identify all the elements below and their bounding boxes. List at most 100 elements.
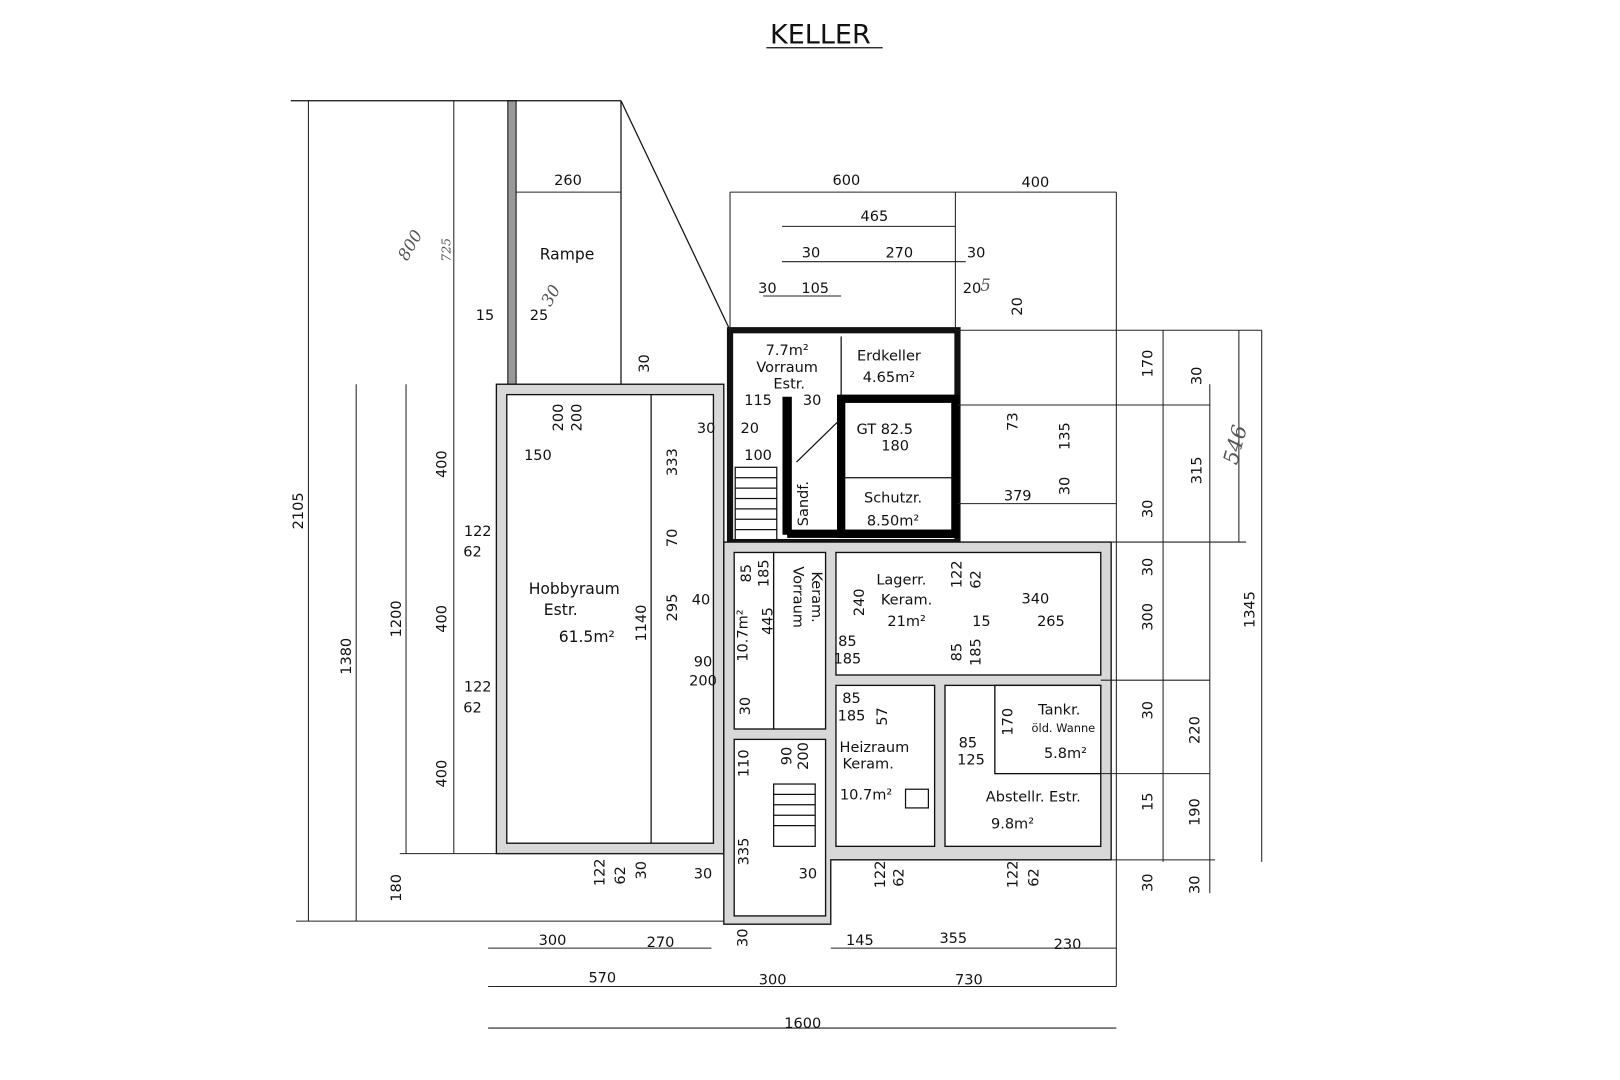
- dim-label: 30: [758, 281, 776, 297]
- dim-label: 200: [570, 404, 586, 432]
- vorraum2-area: 10.7m²: [736, 609, 752, 661]
- dim-label: 30: [802, 246, 820, 262]
- stairs-lower: [773, 783, 816, 847]
- dim-label: 230: [1054, 937, 1082, 953]
- dim-label: 1600: [784, 1016, 821, 1032]
- dim-label: 30: [697, 421, 715, 437]
- dim-label: 30: [1058, 477, 1074, 495]
- schutz-area: 8.50m²: [867, 513, 919, 529]
- heiz-name: Heizraum: [840, 740, 910, 756]
- dimension-lines: [295, 100, 1263, 1029]
- dim-label: 15: [1141, 792, 1157, 810]
- vorraum-floor: Estr.: [773, 376, 805, 392]
- dim-label: 335: [737, 838, 753, 866]
- vorraum2-name: Vorraum: [789, 566, 805, 628]
- gt-label: GT 82.5: [857, 422, 914, 438]
- room-top-block: 7.7m² Vorraum Estr. Erdkeller 4.65m² GT …: [726, 327, 961, 546]
- dim-label: 122: [873, 861, 889, 889]
- dim-label: 70: [665, 529, 681, 547]
- dim-label: 30: [694, 867, 712, 883]
- erdkeller-area: 4.65m²: [863, 370, 915, 386]
- dim-label: 115: [744, 393, 772, 409]
- dim-label: 220: [1187, 716, 1203, 744]
- dim-label: 260: [554, 173, 582, 189]
- dim-label: 100: [744, 448, 772, 464]
- tank-name: Tankr.: [1037, 702, 1080, 718]
- dim-label: 600: [832, 173, 860, 189]
- gt-height: 180: [881, 439, 909, 455]
- dim-label: 730: [955, 972, 983, 988]
- dim-label: 15: [476, 308, 494, 324]
- dim-label: 110: [737, 749, 753, 777]
- dimension-labels: 600 400 465 30 270 30 30 105 20 20 260 1…: [291, 173, 1258, 1032]
- dim-label: 30: [967, 246, 985, 262]
- dim-label: 25: [530, 308, 548, 324]
- dim-label: 90: [779, 747, 795, 765]
- dim-label: 200: [796, 742, 812, 770]
- dim-label: 122: [464, 680, 492, 696]
- heiz-floor: Keram.: [842, 756, 893, 772]
- dim-label: 105: [801, 281, 829, 297]
- dim-label: 570: [588, 970, 616, 986]
- handwritten-notes: 800 725 30 5: [394, 226, 991, 309]
- dim-label: 62: [968, 570, 984, 588]
- room-lower-block: Lagerr. Keram. 21m² Vorraum Keram. 10.7m…: [723, 541, 1112, 925]
- schutz-name: Schutzr.: [864, 491, 922, 507]
- dim-label: 295: [665, 594, 681, 622]
- erdkeller-name: Erdkeller: [857, 348, 921, 364]
- dim-label: 30: [1141, 873, 1157, 891]
- dim-label: 333: [665, 448, 681, 476]
- room-label-rampe: Rampe: [540, 246, 595, 264]
- dim-label: 62: [463, 700, 481, 716]
- abstell-name: Abstellr. Estr.: [986, 790, 1081, 806]
- sandf-label: Sandf.: [796, 481, 812, 526]
- dim-label: 30: [1141, 500, 1157, 518]
- room-hobbyraum: Hobbyraum Estr. 61.5m²: [495, 383, 725, 855]
- dim-label: 85: [950, 643, 966, 661]
- dim-label: 30: [637, 354, 653, 372]
- dim-label: 30: [1141, 558, 1157, 576]
- handwritten-note: 5: [980, 276, 991, 295]
- dim-label: 1200: [389, 600, 405, 637]
- handwritten-note: 800: [394, 226, 427, 263]
- dim-label: 315: [1190, 457, 1206, 485]
- dim-label: 30: [634, 861, 650, 879]
- dim-label: 270: [647, 935, 675, 951]
- dim-label: 30: [736, 928, 752, 946]
- dim-label: 20: [741, 421, 759, 437]
- dim-label: 85: [838, 634, 856, 650]
- dim-label: 135: [1058, 422, 1074, 450]
- dim-label: 30: [799, 867, 817, 883]
- dim-label: 1380: [339, 638, 355, 675]
- dim-label: 30: [803, 393, 821, 409]
- boiler-icon: [904, 788, 930, 809]
- dim-label: 62: [891, 868, 907, 886]
- dim-label: 400: [435, 450, 451, 478]
- dim-label: 379: [1004, 489, 1032, 505]
- dim-label: 300: [1141, 603, 1157, 631]
- lager-area: 21m²: [887, 614, 925, 630]
- dim-label: 185: [834, 652, 862, 668]
- dim-label: 62: [463, 545, 481, 561]
- dim-label: 122: [950, 560, 966, 588]
- dim-label: 85: [842, 691, 860, 707]
- vorraum2-floor: Keram.: [808, 571, 824, 622]
- dim-label: 62: [1026, 868, 1042, 886]
- dim-label: 200: [689, 673, 717, 689]
- lager-name: Lagerr.: [876, 573, 926, 589]
- dim-label: 20: [1010, 297, 1026, 315]
- dim-label: 125: [957, 752, 985, 768]
- dim-label: 240: [852, 588, 868, 616]
- dim-label: 30: [1190, 367, 1206, 385]
- dim-label: 180: [389, 874, 405, 902]
- dim-label: 122: [464, 524, 492, 540]
- hobby-name: Hobbyraum: [529, 580, 620, 598]
- tank-sub: öld. Wanne: [1032, 721, 1096, 735]
- dim-label: 185: [838, 709, 866, 725]
- dim-label: 85: [739, 564, 755, 582]
- dim-label: 1140: [634, 605, 650, 642]
- plan-title: KELLER: [770, 20, 871, 51]
- dim-label: 150: [524, 448, 552, 464]
- dim-label: 445: [761, 607, 777, 635]
